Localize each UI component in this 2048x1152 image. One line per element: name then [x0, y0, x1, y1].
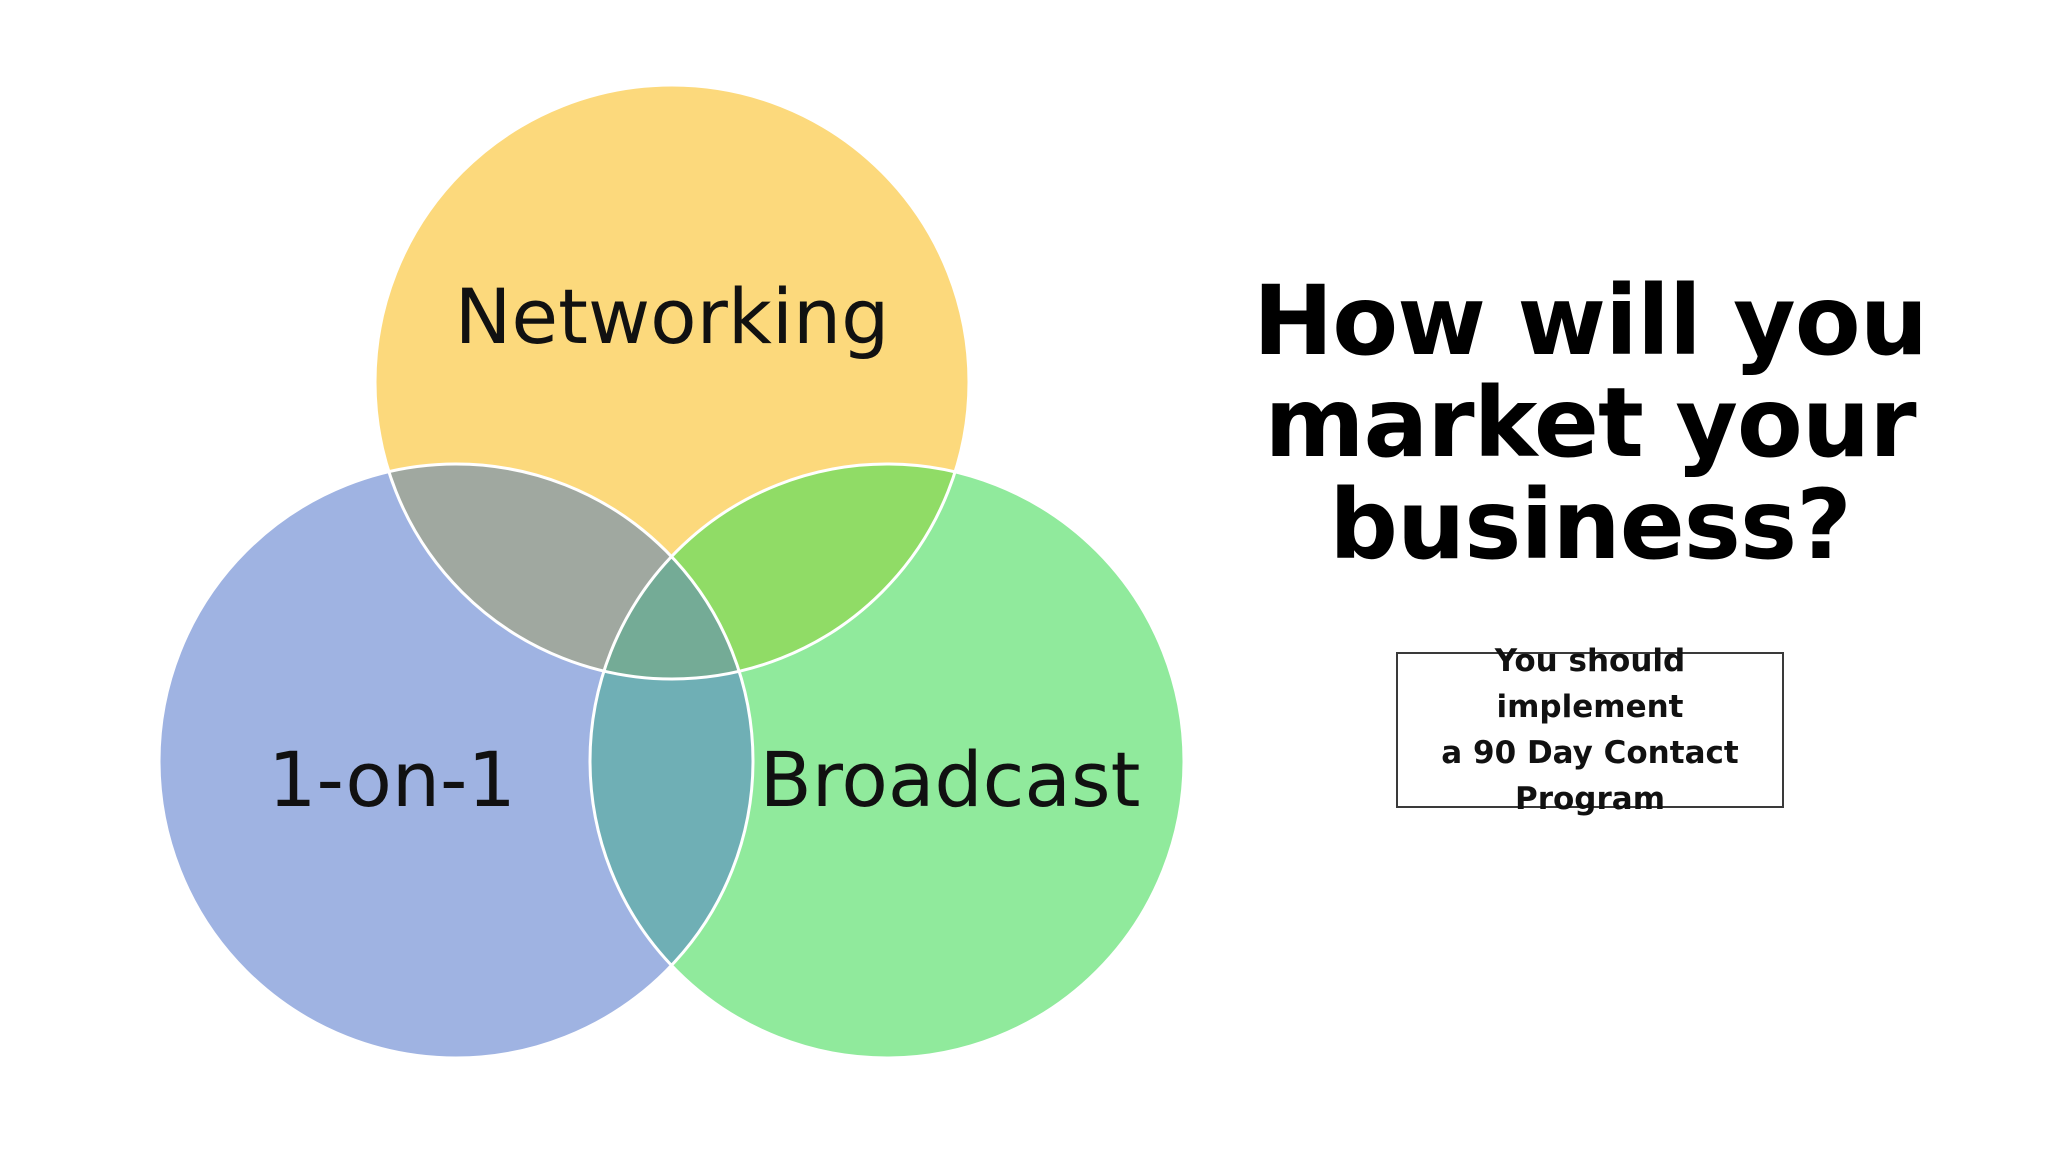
networking-broadcast-overlap — [590, 464, 969, 679]
note-box: You should implement a 90 Day Contact Pr… — [1396, 643, 1784, 817]
circle-outlines — [157, 83, 1186, 1060]
headline-line: How will you — [1252, 265, 1928, 377]
headline: How will you market your business? — [1240, 270, 1940, 576]
note-line: a 90 Day Contact — [1441, 735, 1739, 771]
broadcast-label: Broadcast — [760, 735, 1141, 824]
networking-label: Networking — [455, 272, 890, 361]
headline-line: business? — [1329, 469, 1852, 581]
note-text: You should implement a 90 Day Contact Pr… — [1406, 638, 1774, 822]
one-on-one-label: 1-on-1 — [268, 735, 516, 824]
networking-one-on-one-overlap — [375, 464, 753, 679]
note-line: Program — [1514, 781, 1665, 817]
headline-line: market your — [1264, 367, 1916, 479]
venn-diagram: Networking 1-on-1 Broadcast — [157, 83, 1186, 1060]
note-line: You should implement — [1494, 643, 1686, 725]
